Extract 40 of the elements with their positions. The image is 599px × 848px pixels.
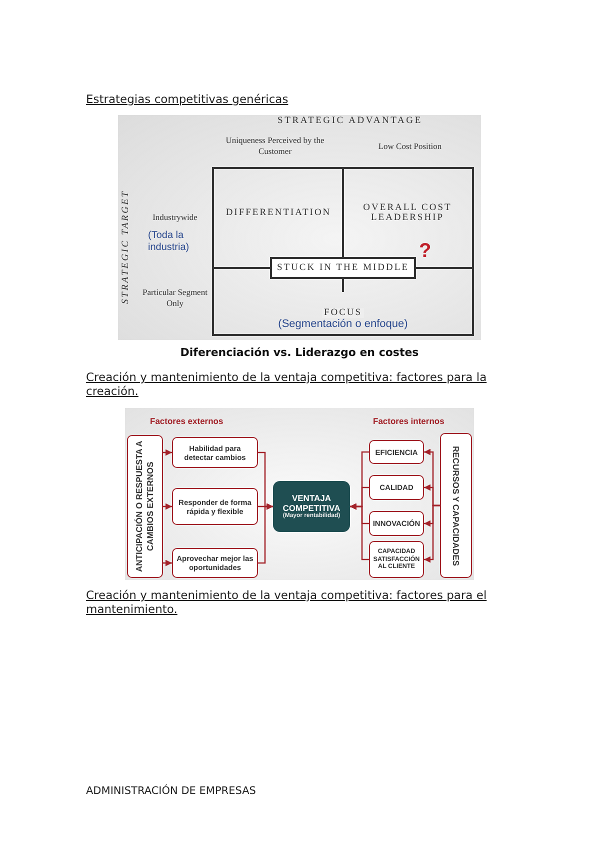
node-text: RECURSOS Y CAPACIDADES: [451, 446, 461, 566]
page-heading: Estrategias competitivas genéricas: [86, 92, 290, 106]
factor-box: [172, 548, 258, 578]
section-heading: Creación y mantenimiento de la ventaja competitiva: factores para la creación.: [86, 370, 488, 398]
factor-box: [369, 440, 424, 464]
node-text: STUCK IN THE MIDDLE: [276, 263, 410, 273]
arrow: [163, 503, 172, 510]
node-text: FOCUS: [322, 308, 364, 318]
column-heading: Factores externos: [150, 416, 224, 426]
row-label: Particular Segment Only: [142, 287, 208, 310]
arrow: [258, 503, 273, 564]
row-label: Industrywide: [152, 212, 198, 224]
column-heading: Factores internos: [373, 416, 446, 426]
section-heading: Creación y mantenimiento de la ventaja competitiva: factores para el mantenimiento.: [86, 588, 488, 616]
label-box: [270, 257, 416, 279]
node-text: (Segmentación o enfoque): [278, 318, 408, 330]
factor-box: [369, 541, 424, 578]
column-label: Uniqueness Perceived by the Customer: [225, 135, 325, 158]
node-text: ANTICIPACIÓN O RESPUESTA A CAMBIOS EXTERNOS: [134, 440, 156, 574]
arrow: [163, 560, 172, 566]
factor-box: [369, 475, 424, 500]
node-text: VENTAJA COMPETITIVA: [282, 494, 342, 512]
center-box: [273, 481, 350, 532]
factor-box: [172, 488, 258, 525]
axis-title: STRATEGIC ADVANTAGE: [276, 116, 424, 126]
row-label: (Toda la industria): [148, 230, 190, 253]
arrow: [163, 449, 172, 456]
figure-caption: Diferenciación vs. Liderazgo en costes: [179, 346, 420, 359]
question-mark: ?: [419, 240, 432, 263]
node-text: DIFFERENTIATION: [226, 208, 332, 218]
node-text: OVERALL COST LEADERSHIP: [362, 203, 453, 223]
page-footer: ADMINISTRACIÓN DE EMPRESAS: [86, 785, 386, 797]
axis-title: STRATEGIC TARGET: [121, 190, 131, 304]
factor-box: [369, 511, 424, 536]
factor-box: [172, 437, 258, 468]
factor-box: [440, 433, 472, 578]
arrow: [424, 504, 440, 563]
column-label: Low Cost Position: [377, 141, 443, 152]
arrow: [350, 503, 369, 560]
factor-box: [127, 435, 163, 578]
